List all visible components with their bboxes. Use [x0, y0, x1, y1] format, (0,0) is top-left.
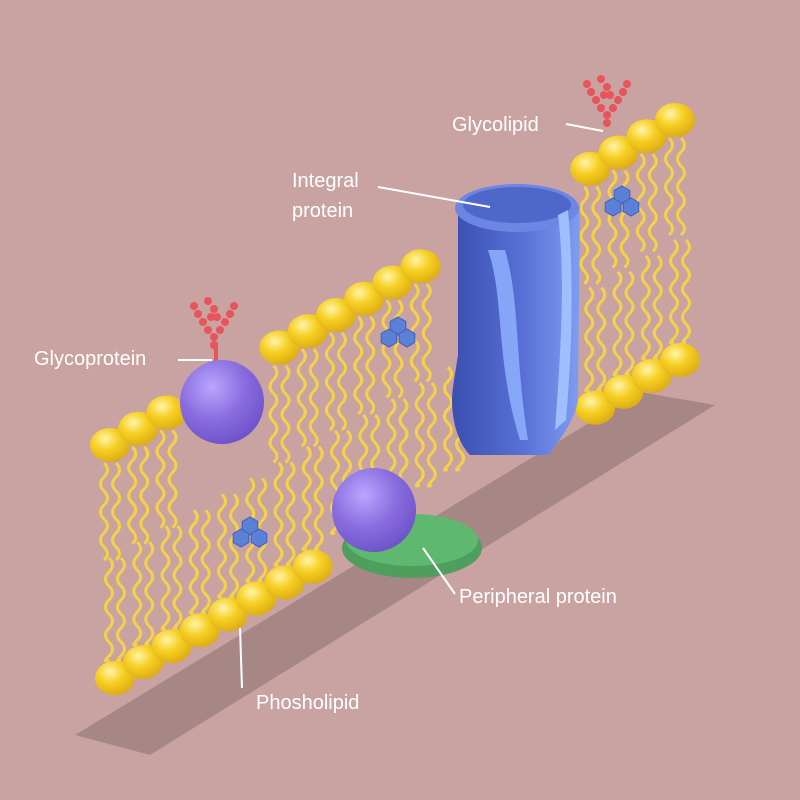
- glycoprotein-icon: [180, 342, 264, 444]
- lipid-tail-icon: [188, 509, 199, 615]
- lipid-tail-icon: [584, 286, 595, 393]
- lipid-tail-icon: [426, 382, 437, 488]
- phospholipid-head-icon: [626, 119, 667, 154]
- lipid-tail-icon: [167, 429, 178, 529]
- lipid-tail-icon: [273, 461, 284, 567]
- lipid-tail-icon: [607, 169, 618, 269]
- glycolipid-label: Glycolipid: [452, 114, 539, 136]
- phospholipid-head-icon: [660, 343, 700, 377]
- lipid-tail-icon: [393, 299, 404, 399]
- lipid-tail-icon: [116, 556, 126, 663]
- lipid-tail-icon: [652, 254, 663, 361]
- top-phospholipid-heads: [90, 103, 695, 462]
- lipid-tail-icon: [596, 286, 607, 393]
- phospholipid-head-icon: [292, 549, 333, 584]
- lipid-tail-icon: [647, 153, 658, 253]
- lipid-tail-icon: [353, 315, 364, 415]
- lipid-tail-icon: [301, 445, 312, 552]
- cholesterol-icon: [232, 516, 268, 548]
- cholesterol-icon: [380, 316, 416, 348]
- lipid-tail-icon: [144, 541, 155, 647]
- cholesterol-icons: [232, 185, 640, 548]
- peripheral-protein-label: Peripheral protein: [459, 586, 617, 608]
- phospholipid-head-icon: [655, 103, 695, 137]
- integral-protein-icon: [452, 184, 580, 455]
- lipid-tail-icon: [624, 270, 635, 377]
- lipid-tail-icon: [217, 493, 227, 599]
- lipid-tail-icon: [669, 238, 679, 345]
- phospholipid-head-icon: [575, 390, 616, 425]
- leader-lines: [178, 123, 604, 689]
- phospholipid-head-icon: [316, 298, 356, 332]
- phospholipid-head-icon: [400, 249, 441, 284]
- lipid-tail-icon: [132, 541, 143, 647]
- lipid-tail-icon: [280, 364, 291, 464]
- phospholipid-head-icon: [90, 428, 130, 462]
- phospholipid-head-icon: [118, 411, 159, 446]
- lipid-tail-icon: [640, 254, 651, 361]
- phospholipid-head-icon: [123, 645, 164, 680]
- lipid-tail-icon: [443, 366, 453, 472]
- lipid-tail-icon: [579, 185, 590, 285]
- glycoprotein-sugar-chain: [190, 297, 238, 349]
- lipid-tail-icon: [172, 525, 183, 631]
- lipid-tail-icon: [200, 509, 211, 615]
- lipid-tail-icon: [139, 445, 150, 545]
- phospholipid-head-icon: [344, 281, 385, 316]
- lipid-tail-icon: [591, 185, 602, 285]
- phospholipid-head-icon: [570, 151, 611, 186]
- lipid-tail-icon: [99, 461, 109, 562]
- cholesterol-icon: [604, 185, 640, 217]
- phospholipid-head-icon: [631, 358, 672, 393]
- lipid-tail-icon: [160, 525, 171, 631]
- phospholipid-head-icon: [287, 314, 328, 349]
- lipid-tail-icon: [421, 283, 432, 383]
- lipid-tail-icon: [155, 429, 166, 529]
- phospholipid-head-icon: [208, 597, 248, 632]
- lipid-tail-icon: [619, 169, 630, 269]
- lipid-tail-icon: [414, 382, 425, 488]
- lipid-tail-icon: [229, 493, 239, 599]
- phospholipid-label: Phosholipid: [256, 692, 360, 714]
- glycolipid-sugar-icon: [583, 75, 631, 127]
- lipid-tail-icon: [268, 364, 279, 464]
- peripheral-protein-icon: [332, 468, 482, 578]
- lipid-tail-icon: [664, 136, 674, 237]
- phospholipid-head-icon: [372, 265, 413, 300]
- glycoprotein-label: Glycoprotein: [34, 348, 147, 370]
- lipid-tail-icon: [313, 445, 324, 552]
- lipid-tail-icon: [681, 238, 691, 345]
- phospholipid-head-icon: [236, 581, 277, 616]
- lipid-tail-icon: [612, 270, 623, 377]
- phospholipid-head-icon: [264, 565, 305, 600]
- phospholipid-head-icon: [259, 330, 300, 365]
- phospholipid-head-icon: [146, 395, 187, 430]
- integral-protein-label-line2: protein: [292, 200, 354, 222]
- phospholipid-head-icon: [179, 613, 220, 648]
- lipid-tail-icon: [104, 556, 114, 663]
- integral-protein-label-line1: Integral: [292, 170, 359, 192]
- phospholipid-head-icon: [151, 629, 192, 664]
- phospholipid-head-icon: [598, 135, 639, 170]
- phospholipid-head-icon: [603, 374, 644, 409]
- lipid-tail-icon: [337, 331, 347, 432]
- lipid-tail-icon: [127, 445, 138, 545]
- lipid-tail-icon: [111, 461, 121, 562]
- bottom-phospholipid-heads: [95, 343, 700, 695]
- lipid-tail-icon: [676, 136, 686, 237]
- lipid-tail-icon: [308, 348, 319, 448]
- lipid-tail-icon: [365, 315, 376, 415]
- phospholipid-head-icon: [95, 661, 135, 695]
- lipid-tail-icon: [296, 348, 307, 448]
- lipid-tail-icon: [381, 299, 392, 399]
- lipid-tail-icon: [285, 461, 296, 567]
- lipid-tail-icon: [325, 331, 335, 432]
